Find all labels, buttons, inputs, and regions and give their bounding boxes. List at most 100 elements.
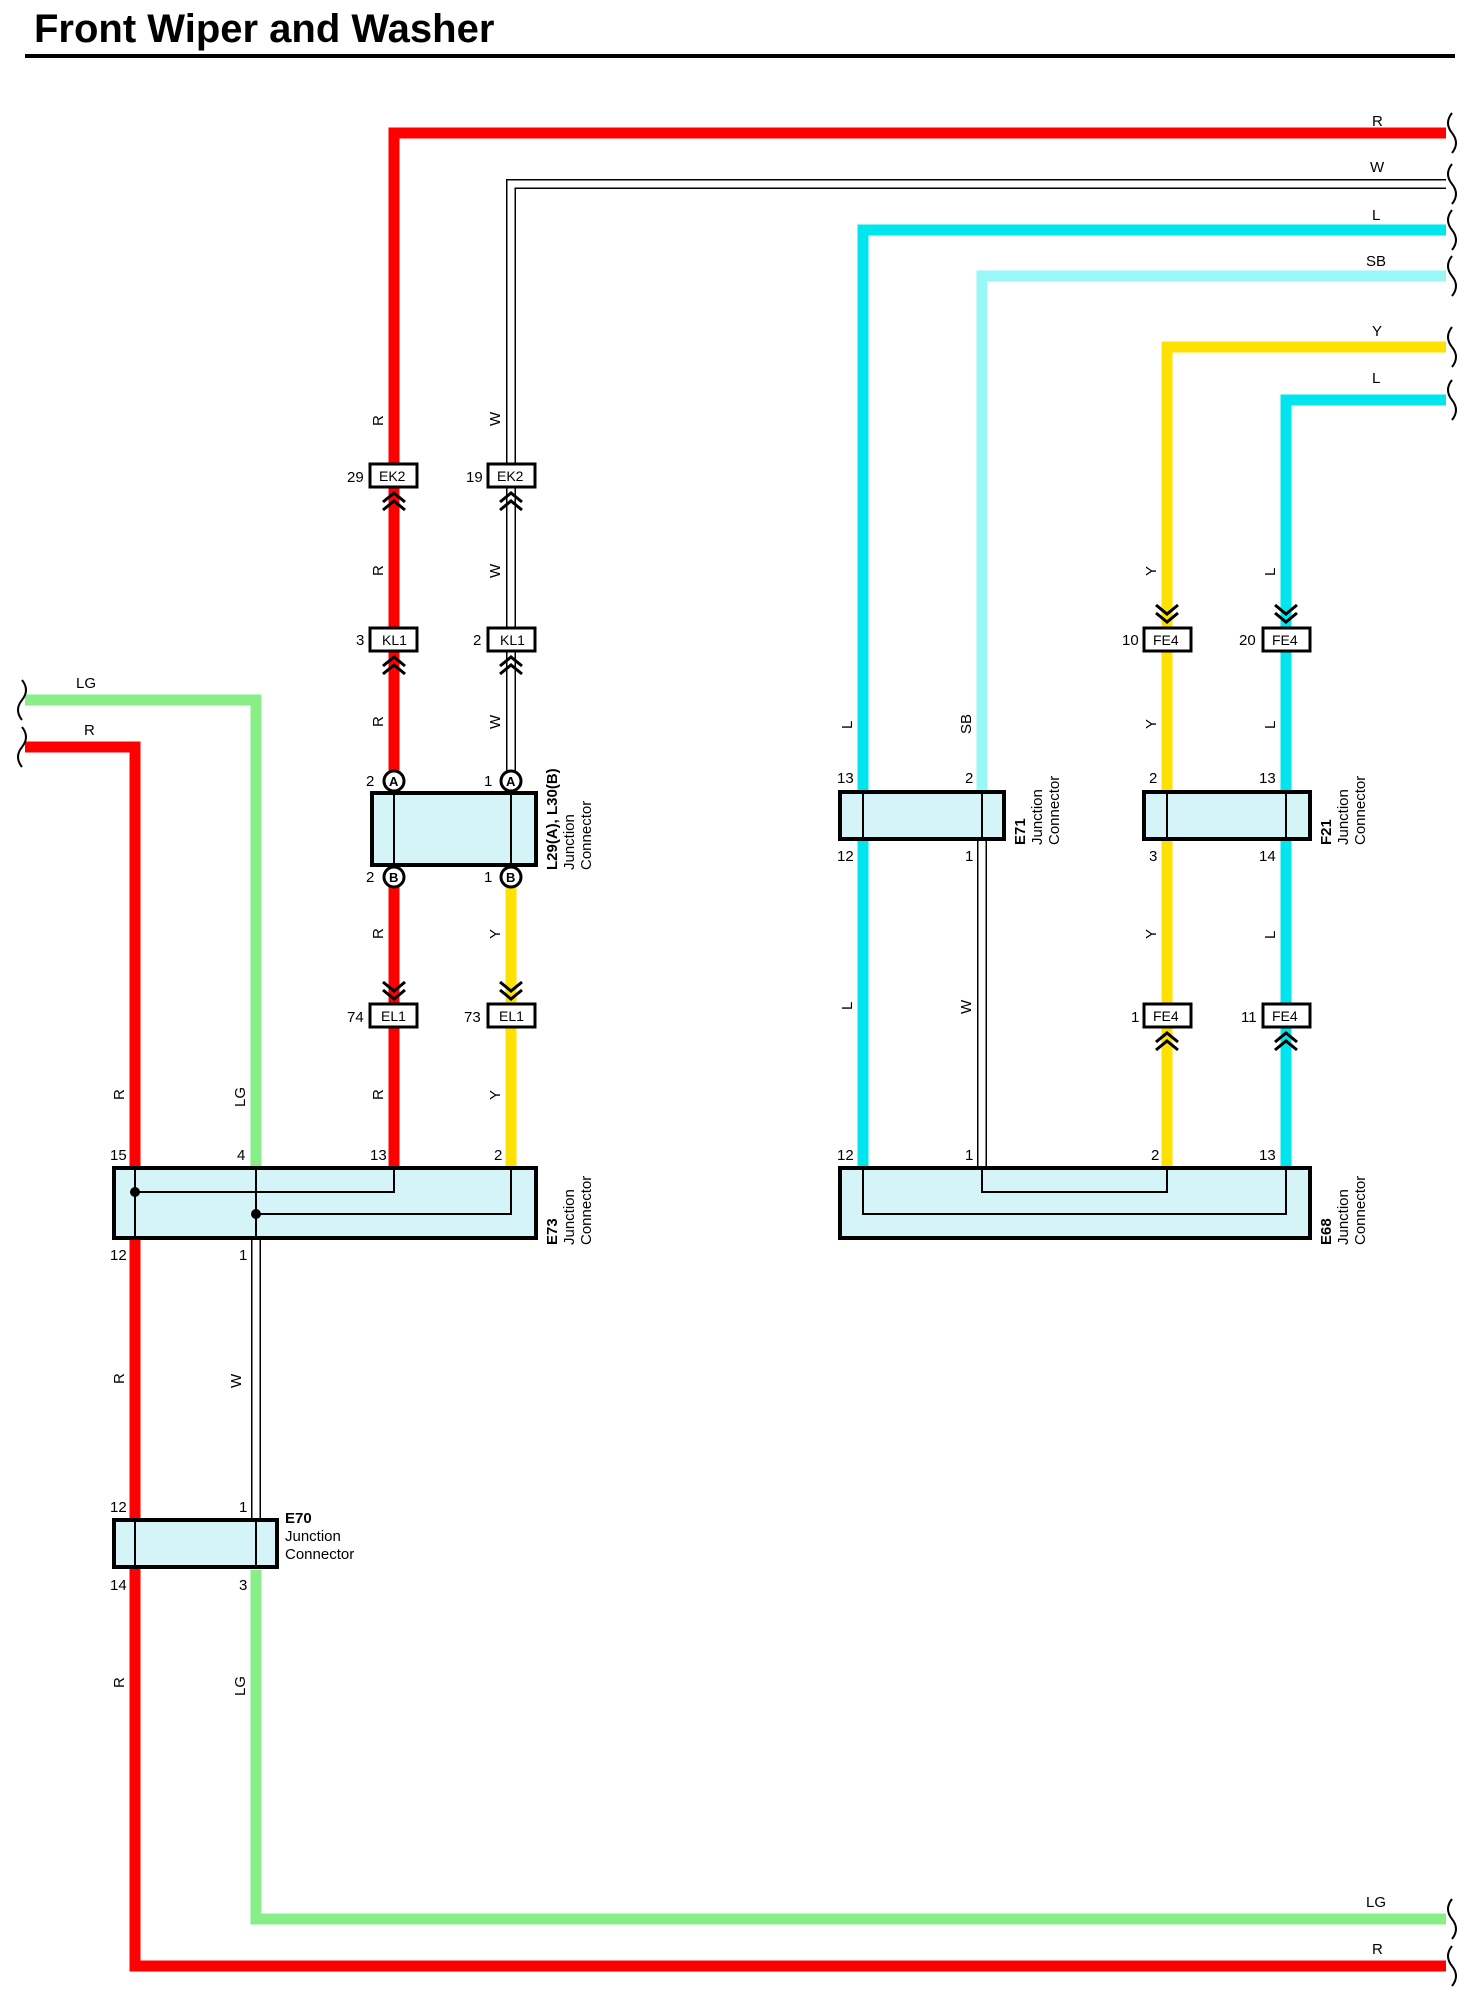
pin-number: 13 (370, 1147, 387, 1164)
pin-number: 2 (366, 773, 374, 790)
wire-label: LG (1366, 1894, 1386, 1911)
wire-lg-left (25, 694, 262, 1168)
pin-number: 15 (110, 1147, 127, 1164)
chevron-up-icon (499, 655, 523, 676)
wire-lg-bottom (250, 1570, 1446, 1925)
wire-label: R (1372, 1941, 1383, 1958)
wire-label: L (1262, 721, 1279, 729)
pin-number: 29 (347, 469, 364, 486)
chevron-up-icon (1274, 1031, 1298, 1052)
wire-label: R (111, 1089, 128, 1100)
pin-number: 13 (1259, 1147, 1276, 1164)
pin-number: 12 (837, 848, 854, 865)
chevron-up-icon (499, 491, 523, 512)
plug-kl1-2: 2 KL1 (473, 626, 537, 676)
wire-sb (976, 270, 1446, 790)
wire-y-right (1161, 341, 1446, 1168)
pin-number: 13 (1259, 770, 1276, 787)
connector-e68: 12 1 2 13 E68 Junction Connector (837, 1147, 1369, 1245)
connector-name: E70 (285, 1510, 312, 1527)
wire-label: L (1372, 370, 1380, 387)
wire-label: Y (487, 1090, 504, 1100)
wire-label: Y (487, 929, 504, 939)
connector-subtitle: Junction (1335, 789, 1352, 845)
pin-number: 1 (484, 869, 492, 886)
connector-e70: 12 1 14 3 E70 Junction Connector (110, 1499, 354, 1594)
pin-number: 13 (837, 770, 854, 787)
connector-subtitle: Connector (285, 1546, 354, 1563)
wire-label: R (1372, 113, 1383, 130)
pin-number: 12 (837, 1147, 854, 1164)
wire-label: W (487, 563, 504, 578)
pin-number: 3 (1149, 848, 1157, 865)
plug-name: EK2 (497, 468, 524, 484)
pin-number: 12 (110, 1247, 127, 1264)
wire-label: W (487, 714, 504, 729)
wire-label: R (370, 716, 387, 727)
pin-number: 12 (110, 1499, 127, 1516)
pin-number: 73 (464, 1009, 481, 1026)
pin-number: 1 (965, 848, 973, 865)
connector-subtitle: Junction (1335, 1189, 1352, 1245)
connector-e73: 15 4 13 2 12 1 E73 Junction Connector (110, 1147, 595, 1264)
pin-number: 1 (484, 773, 492, 790)
wire-label: LG (76, 675, 96, 692)
wire-label: R (111, 1677, 128, 1688)
chevron-up-icon (1155, 1031, 1179, 1052)
wire-label: SB (958, 714, 975, 734)
plug-name: EK2 (379, 468, 406, 484)
connector-subtitle: Junction (1029, 789, 1046, 845)
pin-number: 11 (1241, 1009, 1257, 1026)
pin-number: 14 (110, 1577, 127, 1594)
wire-w-top (506, 179, 1446, 790)
wire-label: Y (1372, 323, 1382, 340)
plug-fe4-10: 10 FE4 (1122, 603, 1193, 653)
chevron-down-icon (1155, 603, 1179, 624)
chevron-down-icon (499, 980, 523, 1001)
chevron-up-icon (382, 491, 406, 512)
connector-subtitle: Connector (578, 801, 595, 870)
pin-number: 2 (1151, 1147, 1159, 1164)
wire-l1 (857, 224, 1446, 1168)
wire-label: W (958, 999, 975, 1014)
connector-name: E73 (544, 1218, 561, 1245)
connector-f21: 2 13 3 14 F21 Junction Connector (1142, 770, 1369, 865)
wire-label: L (839, 721, 856, 729)
pin-number: 1 (239, 1247, 247, 1264)
pin-number: 4 (237, 1147, 245, 1164)
pin-number: 20 (1239, 632, 1256, 649)
plug-kl1-3: 3 KL1 (356, 626, 419, 676)
wire-label: L (1372, 207, 1380, 224)
plug-name: FE4 (1153, 632, 1179, 648)
connector-subtitle: Connector (1352, 1176, 1369, 1245)
wire-break-symbols (17, 112, 1457, 1987)
wire-label: L (1262, 931, 1279, 939)
plug-ek2-19: 19 EK2 (466, 462, 537, 512)
pin-number: 1 (965, 1147, 973, 1164)
connector-subtitle: Connector (578, 1176, 595, 1245)
pin-number: 2 (965, 770, 973, 787)
plug-ek2-29: 29 EK2 (347, 462, 419, 512)
circle-label: A (389, 774, 399, 789)
pin-number: 2 (366, 869, 374, 886)
pin-number: 2 (473, 632, 481, 649)
plug-name: FE4 (1272, 632, 1298, 648)
wire-label: R (111, 1373, 128, 1384)
pin-number: 10 (1122, 632, 1139, 649)
plug-el1-73: 73 EL1 (464, 980, 537, 1029)
page-title: Front Wiper and Washer (34, 7, 494, 51)
connector-name: L29(A), L30(B) (544, 768, 561, 870)
chevron-down-icon (382, 980, 406, 1001)
connector-name: E68 (1318, 1218, 1335, 1245)
connector-subtitle: Junction (561, 814, 578, 870)
wire-label: SB (1366, 253, 1386, 270)
plug-name: FE4 (1153, 1008, 1179, 1024)
connector-subtitle: Junction (561, 1189, 578, 1245)
pin-number: 74 (347, 1009, 364, 1026)
plug-name: EL1 (499, 1008, 524, 1024)
connector-name: E71 (1012, 818, 1029, 845)
circle-label: B (389, 870, 398, 885)
connector-l29-l30: A A B B 2 1 2 1 L29(A), L30(B) Junction … (366, 768, 595, 889)
wire-label: Y (1143, 566, 1160, 576)
